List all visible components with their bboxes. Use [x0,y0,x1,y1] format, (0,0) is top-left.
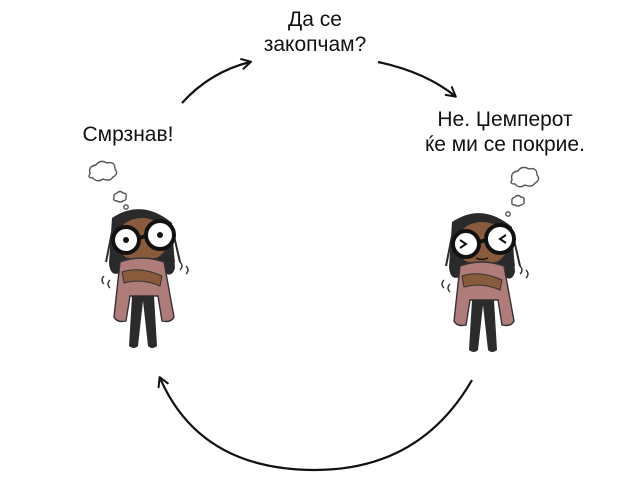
character-right [441,166,540,352]
arrow-top-left [181,58,252,104]
caption-right: Не. Џемперот ќе ми се покрие. [425,108,585,156]
caption-top: Да се закопчам? [263,8,367,56]
character-left [88,160,189,348]
caption-left: Смрзнав! [82,123,174,146]
arrow-top-right [377,60,457,98]
thought-cloud-icon [505,166,540,217]
thought-cloud-icon [88,160,129,210]
arrow-bottom [157,376,473,472]
